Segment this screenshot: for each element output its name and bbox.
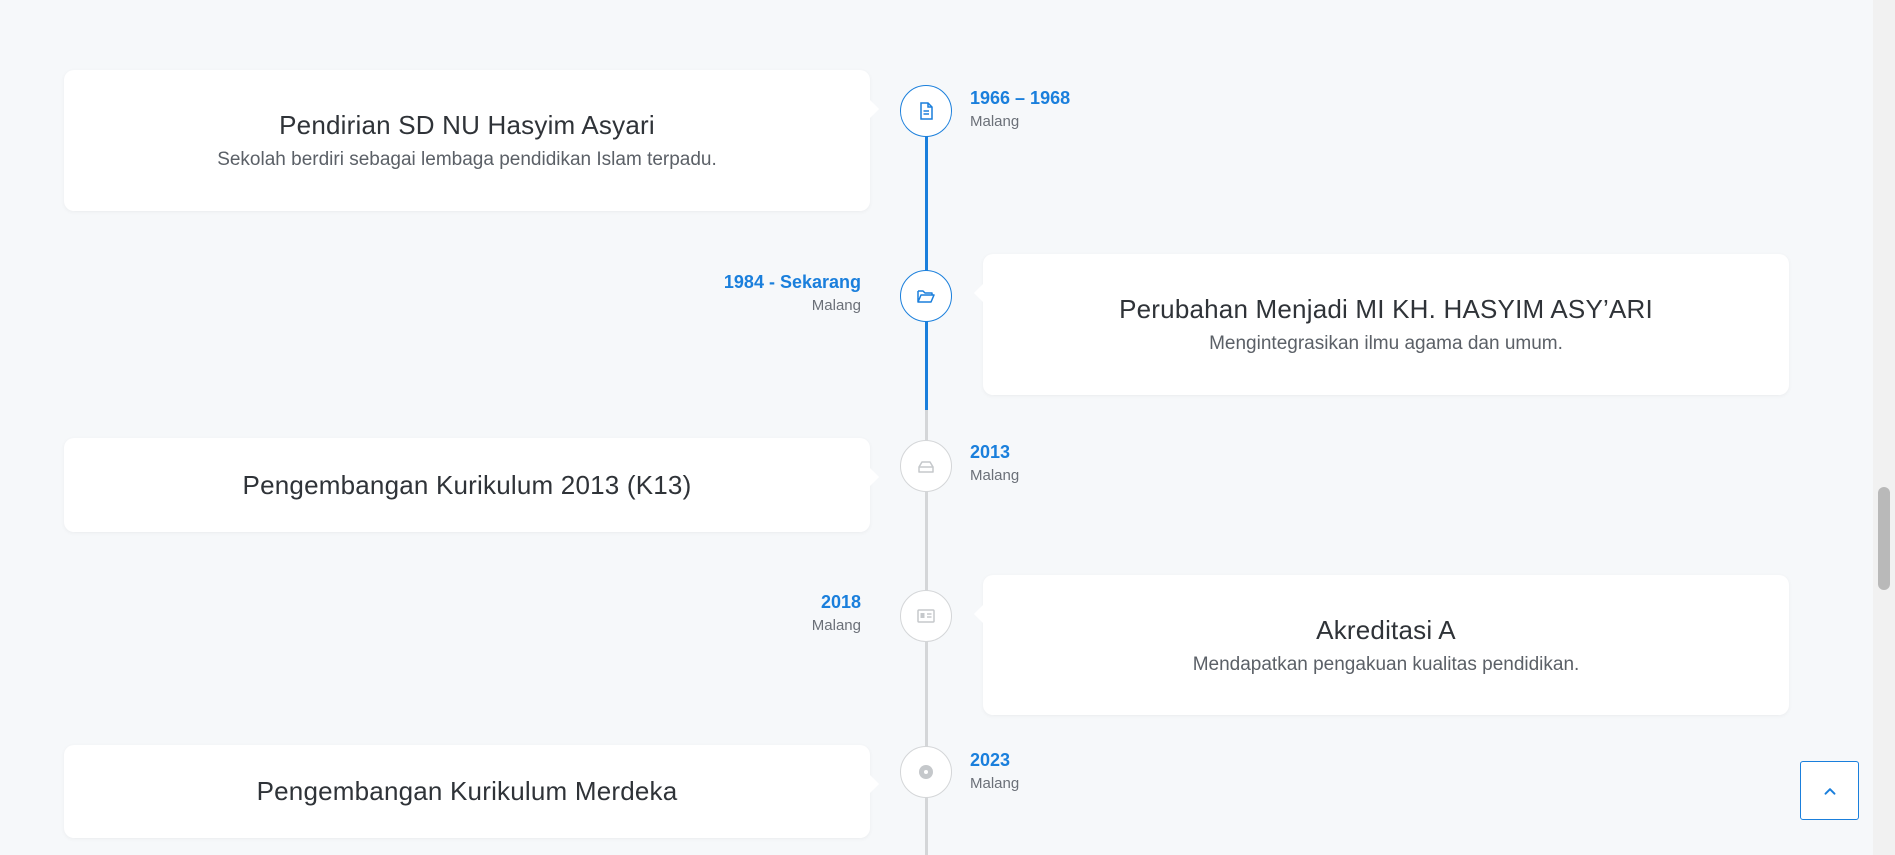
timeline-years: 1966 – 1968 bbox=[970, 88, 1071, 108]
back-to-top-button[interactable] bbox=[1800, 761, 1859, 820]
timeline-card: Pendirian SD NU Hasyim Asyari Sekolah be… bbox=[64, 70, 879, 211]
timeline-card-title: Pengembangan Kurikulum Merdeka bbox=[256, 776, 678, 806]
timeline-card: Pengembangan Kurikulum 2013 (K13) bbox=[64, 438, 879, 532]
timeline-card-title: Akreditasi A bbox=[1316, 614, 1456, 645]
timeline-meta: 1984 - Sekarang Malang bbox=[724, 272, 861, 314]
timeline-card-description: Mendapatkan pengakuan kualitas pendidika… bbox=[1192, 653, 1580, 675]
timeline-place: Malang bbox=[970, 775, 1020, 792]
timeline-place: Malang bbox=[970, 467, 1020, 484]
timeline-years: 1984 - Sekarang bbox=[723, 272, 861, 292]
document-icon bbox=[900, 85, 952, 137]
timeline-years: 2023 bbox=[970, 750, 1011, 770]
drive-icon bbox=[900, 440, 952, 492]
timeline-years: 2013 bbox=[970, 442, 1011, 462]
timeline-place: Malang bbox=[811, 617, 861, 634]
timeline-card-title: Pendirian SD NU Hasyim Asyari bbox=[279, 110, 655, 140]
disc-icon bbox=[900, 746, 952, 798]
timeline-meta: 1966 – 1968 Malang bbox=[970, 88, 1070, 130]
folder-open-icon bbox=[900, 270, 952, 322]
scrollbar-thumb[interactable] bbox=[1878, 487, 1890, 590]
timeline-years: 2018 bbox=[820, 592, 861, 612]
timeline-meta: 2023 Malang bbox=[970, 750, 1019, 792]
timeline-meta: 2018 Malang bbox=[812, 592, 861, 634]
timeline-card-description: Mengintegrasikan ilmu agama dan umum. bbox=[1209, 333, 1563, 354]
id-card-icon bbox=[900, 590, 952, 642]
timeline-card: Akreditasi A Mendapatkan pengakuan kuali… bbox=[974, 575, 1789, 715]
timeline-card: Perubahan Menjadi MI KH. HASYIM ASY’ARI … bbox=[974, 254, 1789, 395]
timeline-meta: 2013 Malang bbox=[970, 442, 1019, 484]
timeline-place: Malang bbox=[811, 297, 861, 314]
timeline-line-active bbox=[925, 116, 928, 410]
timeline-card: Pengembangan Kurikulum Merdeka bbox=[64, 745, 879, 838]
timeline-card-title: Perubahan Menjadi MI KH. HASYIM ASY’ARI bbox=[1119, 294, 1653, 324]
chevron-up-icon bbox=[1824, 787, 1835, 795]
timeline-card-description: Sekolah berdiri sebagai lembaga pendidik… bbox=[217, 149, 717, 170]
scrollbar[interactable] bbox=[1873, 0, 1895, 855]
timeline-place: Malang bbox=[970, 113, 1020, 130]
timeline-card-title: Pengembangan Kurikulum 2013 (K13) bbox=[242, 469, 692, 500]
